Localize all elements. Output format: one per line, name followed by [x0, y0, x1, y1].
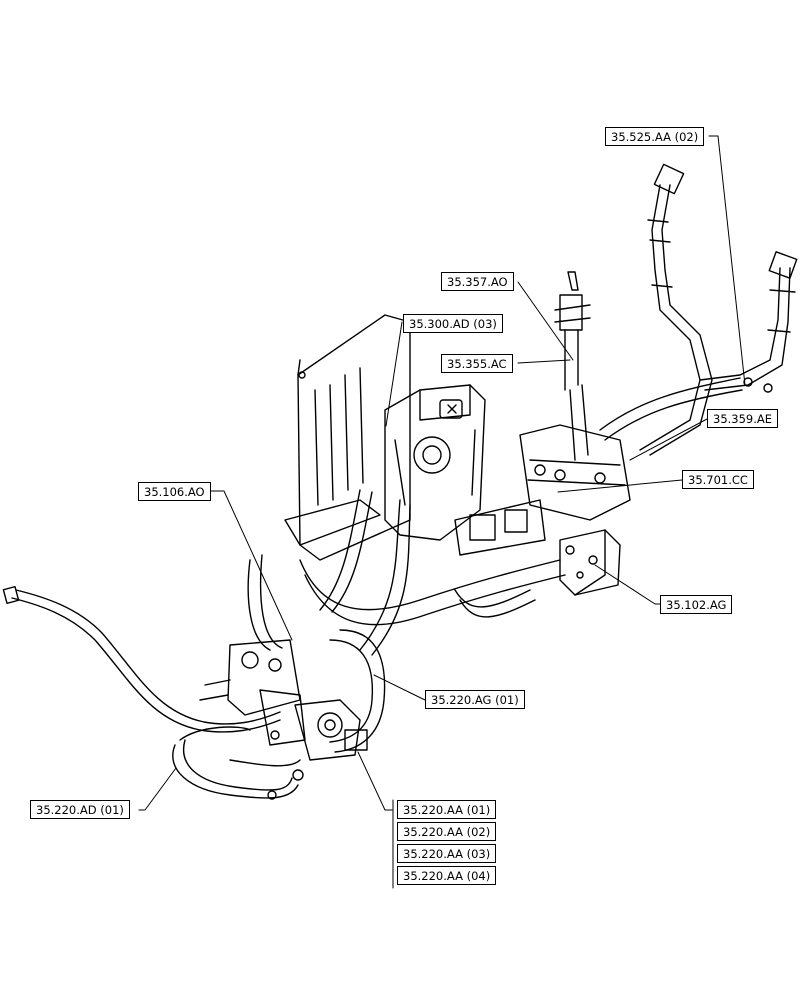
callout-35-300-ad-03[interactable]: 35.300.AD (03)	[403, 314, 503, 333]
valve-bank	[454, 424, 631, 556]
callout-35-220-aa-01[interactable]: 35.220.AA (01)	[397, 800, 497, 819]
callout-35-220-ag-01[interactable]: 35.220.AG (01)	[425, 690, 525, 709]
callout-35-106-ao[interactable]: 35.106.AO	[138, 482, 211, 501]
leader-lines	[138, 135, 746, 889]
callout-35-220-aa-04[interactable]: 35.220.AA (04)	[397, 866, 497, 885]
callout-35-102-ag[interactable]: 35.102.AG	[660, 595, 733, 614]
long-hose-left	[2, 585, 281, 733]
callout-35-220-ad-01[interactable]: 35.220.AD (01)	[30, 800, 130, 819]
callout-35-701-cc[interactable]: 35.701.CC	[682, 470, 754, 489]
frame-plate	[284, 314, 411, 561]
callout-35-359-ae[interactable]: 35.359.AE	[707, 409, 779, 428]
callout-35-357-ao[interactable]: 35.357.AO	[441, 272, 514, 291]
lower-hoses	[172, 726, 304, 800]
callout-35-525-aa-02[interactable]: 35.525.AA (02)	[605, 127, 705, 146]
middle-hose-bundle	[247, 489, 566, 753]
callout-35-220-aa-02[interactable]: 35.220.AA (02)	[397, 822, 497, 841]
callout-35-355-ac[interactable]: 35.355.AC	[441, 354, 513, 373]
valve-block	[559, 529, 621, 596]
hydraulic-tank	[384, 384, 486, 541]
pump-assembly	[199, 639, 368, 761]
upper-right-hoses	[599, 163, 798, 456]
callout-35-220-aa-03[interactable]: 35.220.AA (03)	[397, 844, 497, 863]
